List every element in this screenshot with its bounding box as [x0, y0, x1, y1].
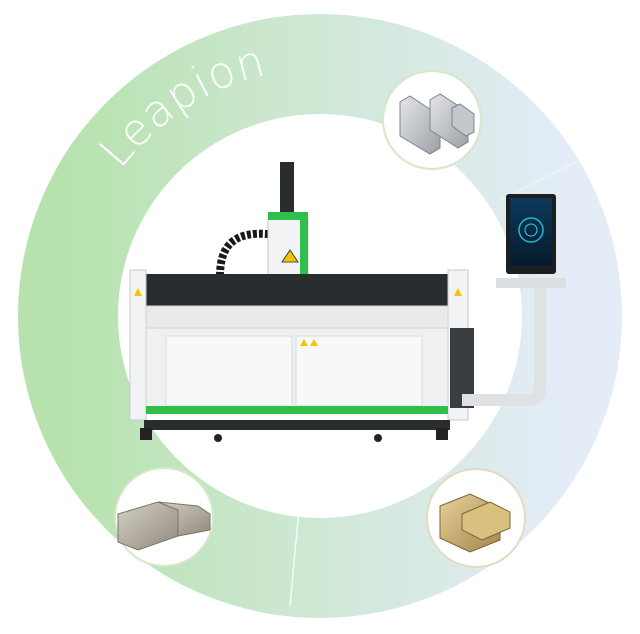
laser-cutting-machine — [129, 162, 566, 442]
machine-body — [145, 327, 449, 414]
control-monitor — [506, 194, 556, 274]
background-ring — [18, 14, 622, 618]
brass-channel-sample — [426, 468, 526, 568]
green-accent-stripe — [146, 406, 448, 414]
aluminum-channel-sample — [382, 70, 482, 170]
stainless-channel-sample — [114, 467, 214, 567]
